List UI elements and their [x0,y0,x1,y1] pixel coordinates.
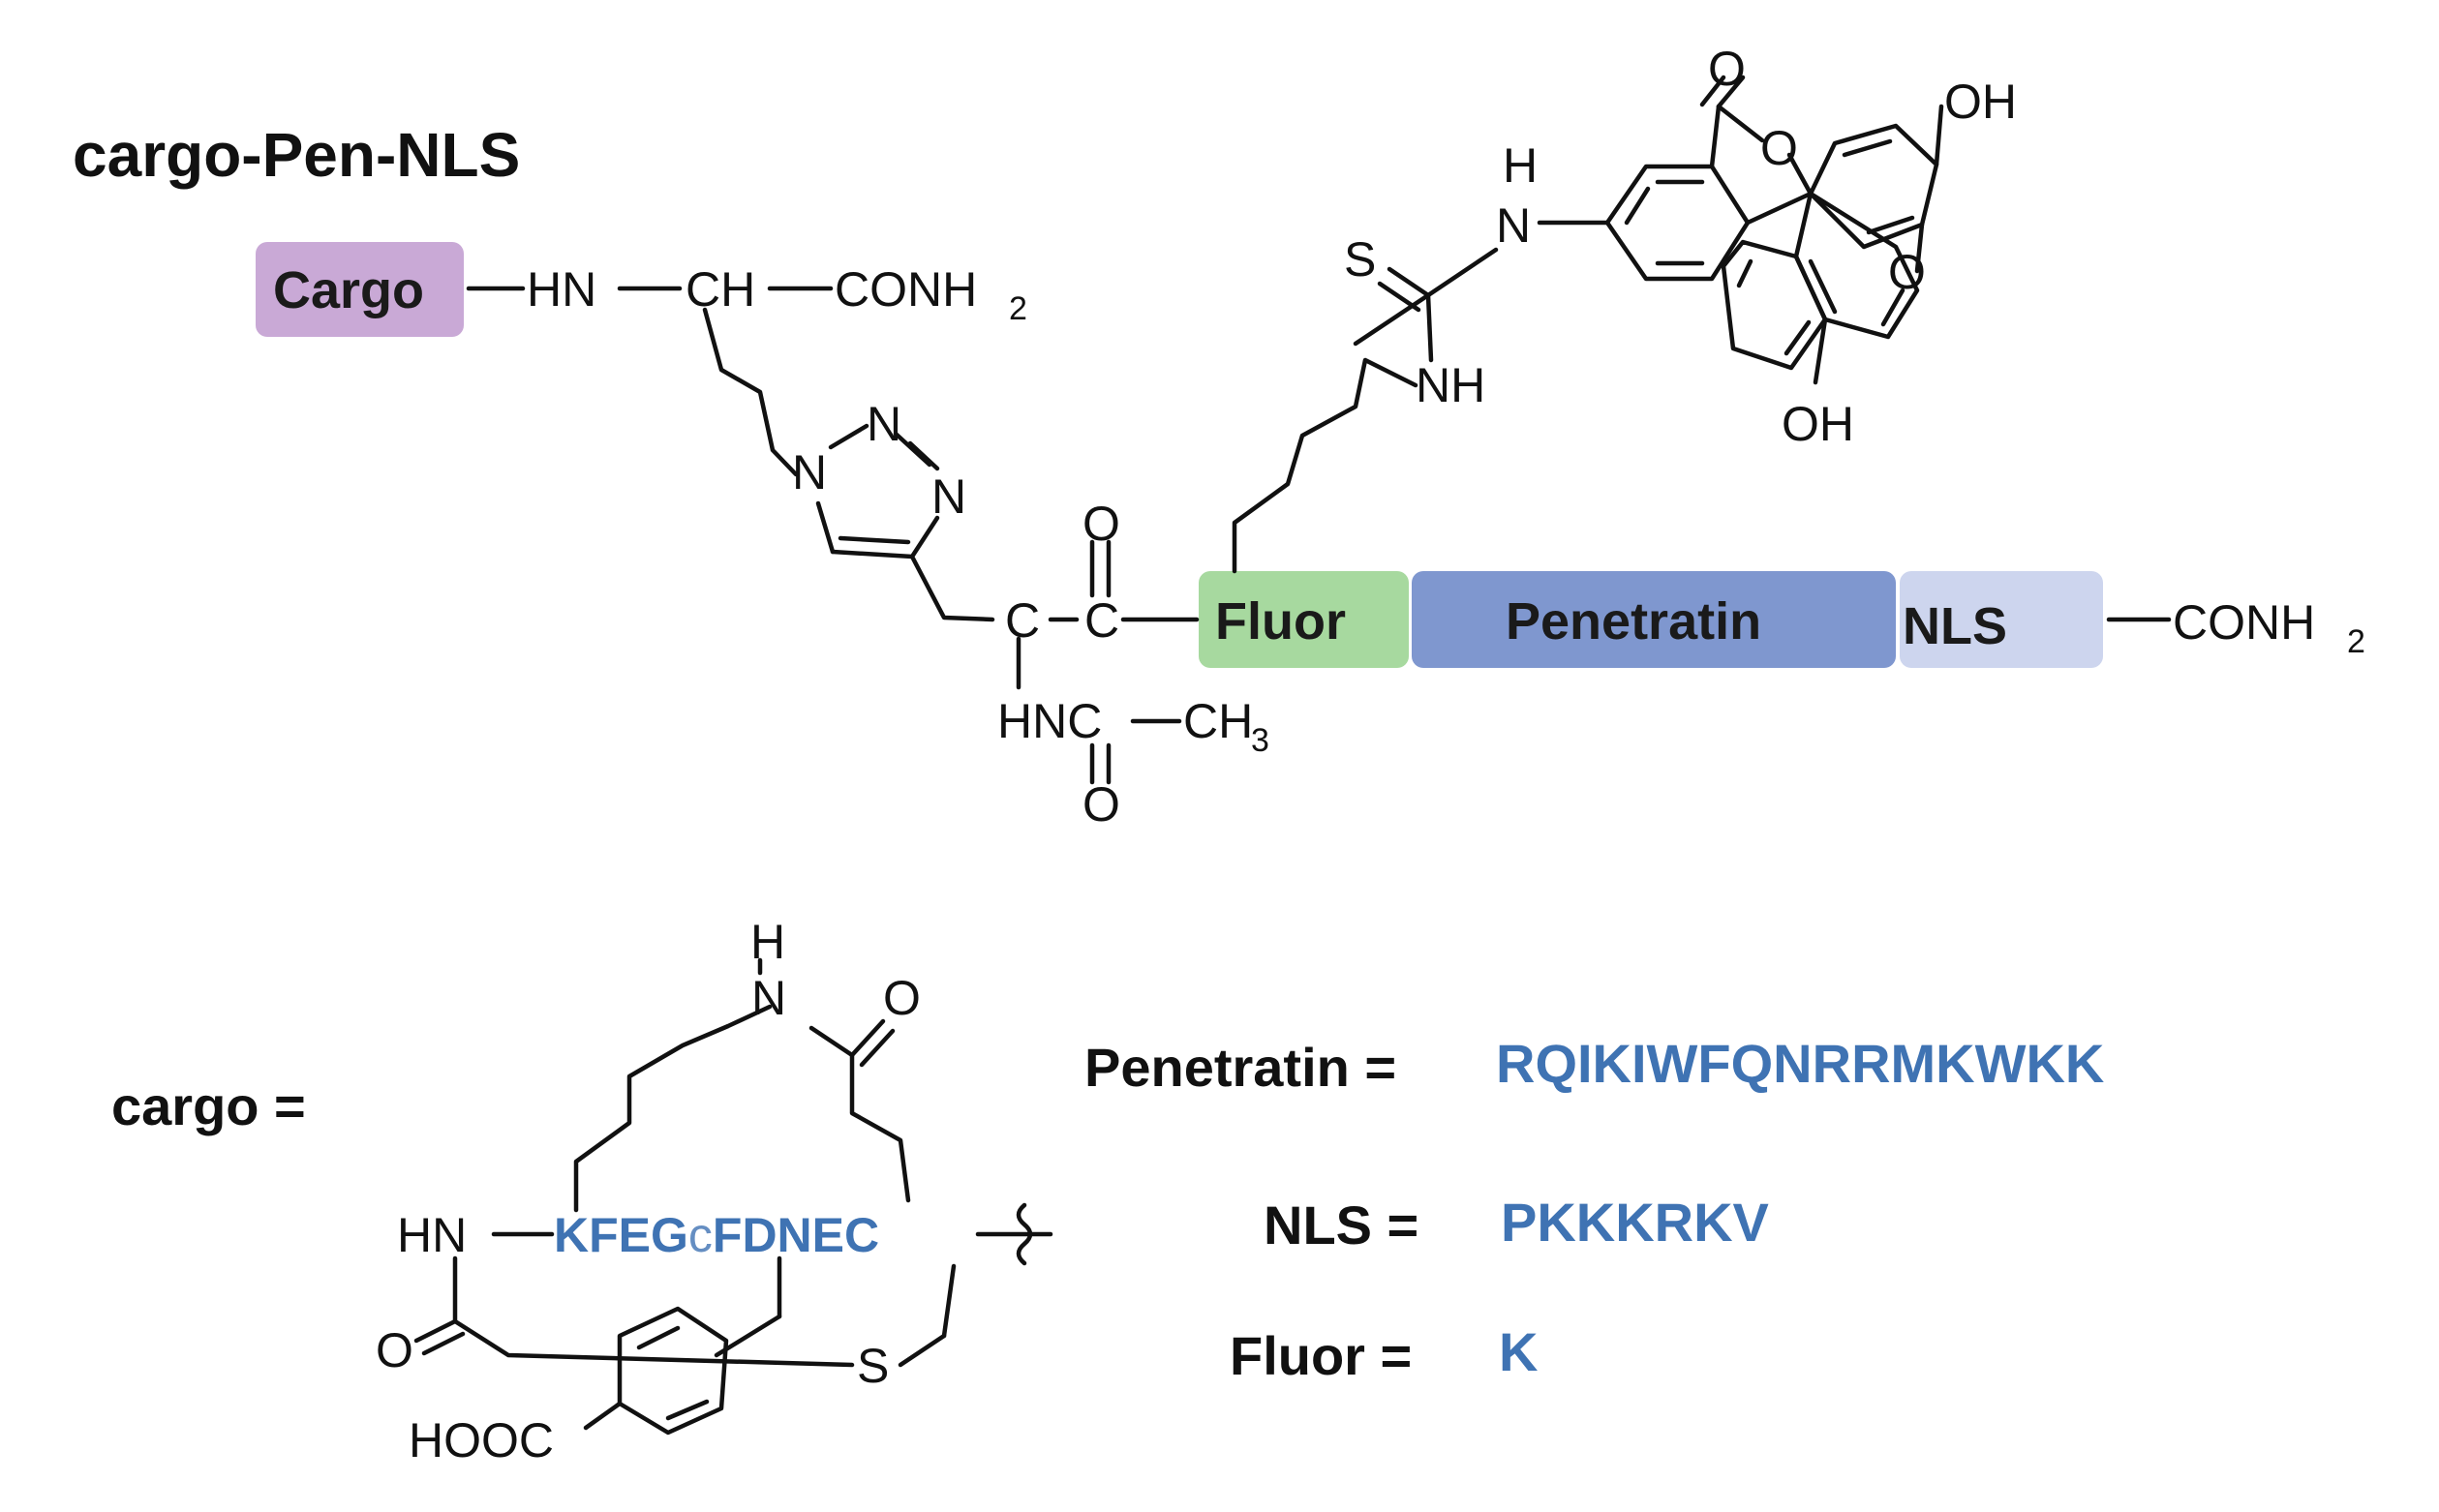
amide-n-label: N [751,971,786,1025]
nls-box-label: NLS [1903,597,2007,655]
upper-backbone-bonds [466,286,834,477]
conh2-top-label: CONH [835,262,977,317]
carbonyl-c-label: C [1084,593,1119,648]
amide-h-label: H [750,915,785,969]
triazole-n2-label: N [867,397,901,451]
lactone-o-label: O [1760,121,1798,175]
triazole-ring [815,423,995,622]
ch3-subscript: 3 [1251,722,1269,759]
ring-hn-label: HN [397,1208,467,1262]
cargo-box [256,242,464,337]
hnc-label: HNC [997,694,1102,748]
penetratin-box-label: Penetratin [1506,592,1761,650]
fluor-box [1199,571,1409,668]
figure-title: cargo-Pen-NLS [73,120,520,190]
conh2-right-label: CONH [2173,595,2315,650]
lactone-carbonyl-o-label: O [1708,42,1746,96]
cargo-sequence: KFEGcFDNEC [554,1208,879,1262]
lysine-side-chain [1232,292,1431,574]
cargo-sequence-part1: KFEG [554,1208,688,1262]
nh-lysine-label: NH [1416,358,1485,412]
key-nls-sequence: PKKKRKV [1501,1192,1769,1253]
ch-label: CH [686,262,755,317]
cargo-box-label: Cargo [273,261,424,319]
conh2-right-subscript: 2 [2347,623,2365,660]
acetyl-o-label: O [1082,777,1120,832]
fluor-box-label: Fluor [1215,592,1346,650]
oh-top-label: OH [1944,75,2017,129]
cargo-sequence-part2: c [688,1208,713,1262]
penetratin-box [1412,571,1896,668]
ring-o-label: O [376,1323,413,1377]
nls-box [1900,571,2103,668]
triazole-n3-label: N [931,469,966,524]
key-fluor-sequence: K [1499,1321,1538,1382]
key-penetratin-sequence: RQIKIWFQNRRMKWKK [1496,1033,2104,1094]
thiourea-n-label: N [1496,198,1531,253]
oh-bottom-label: OH [1782,397,1854,451]
hn-top-label: HN [527,262,596,317]
amide-o-label: O [883,971,921,1025]
fluorescein-bonds [1604,75,1944,385]
alpha-carbon-bonds [1016,539,1200,785]
conh2-top-subscript: 2 [1009,290,1027,327]
key-fluor-label: Fluor = [1230,1325,1412,1386]
xanthene-o-label: O [1888,245,1926,299]
ch3-label: CH [1183,694,1253,748]
key-nls-label: NLS = [1264,1194,1418,1255]
ring-s-label: S [857,1339,889,1393]
alpha-c-label: C [1005,593,1040,648]
cargo-sequence-part3: FDNEC [713,1208,879,1262]
hooc-label: HOOC [409,1413,554,1467]
thiourea-bonds [1377,220,1610,363]
key-penetratin-label: Penetratin = [1084,1037,1396,1098]
carbonyl-o-label: O [1082,497,1120,551]
cargo-macrocycle-bonds [413,957,1053,1436]
thiourea-s-label: S [1344,232,1376,287]
thiourea-h-label: H [1503,138,1538,193]
cargo-equals-label: cargo = [111,1075,306,1136]
triazole-n1-label: N [792,445,827,499]
